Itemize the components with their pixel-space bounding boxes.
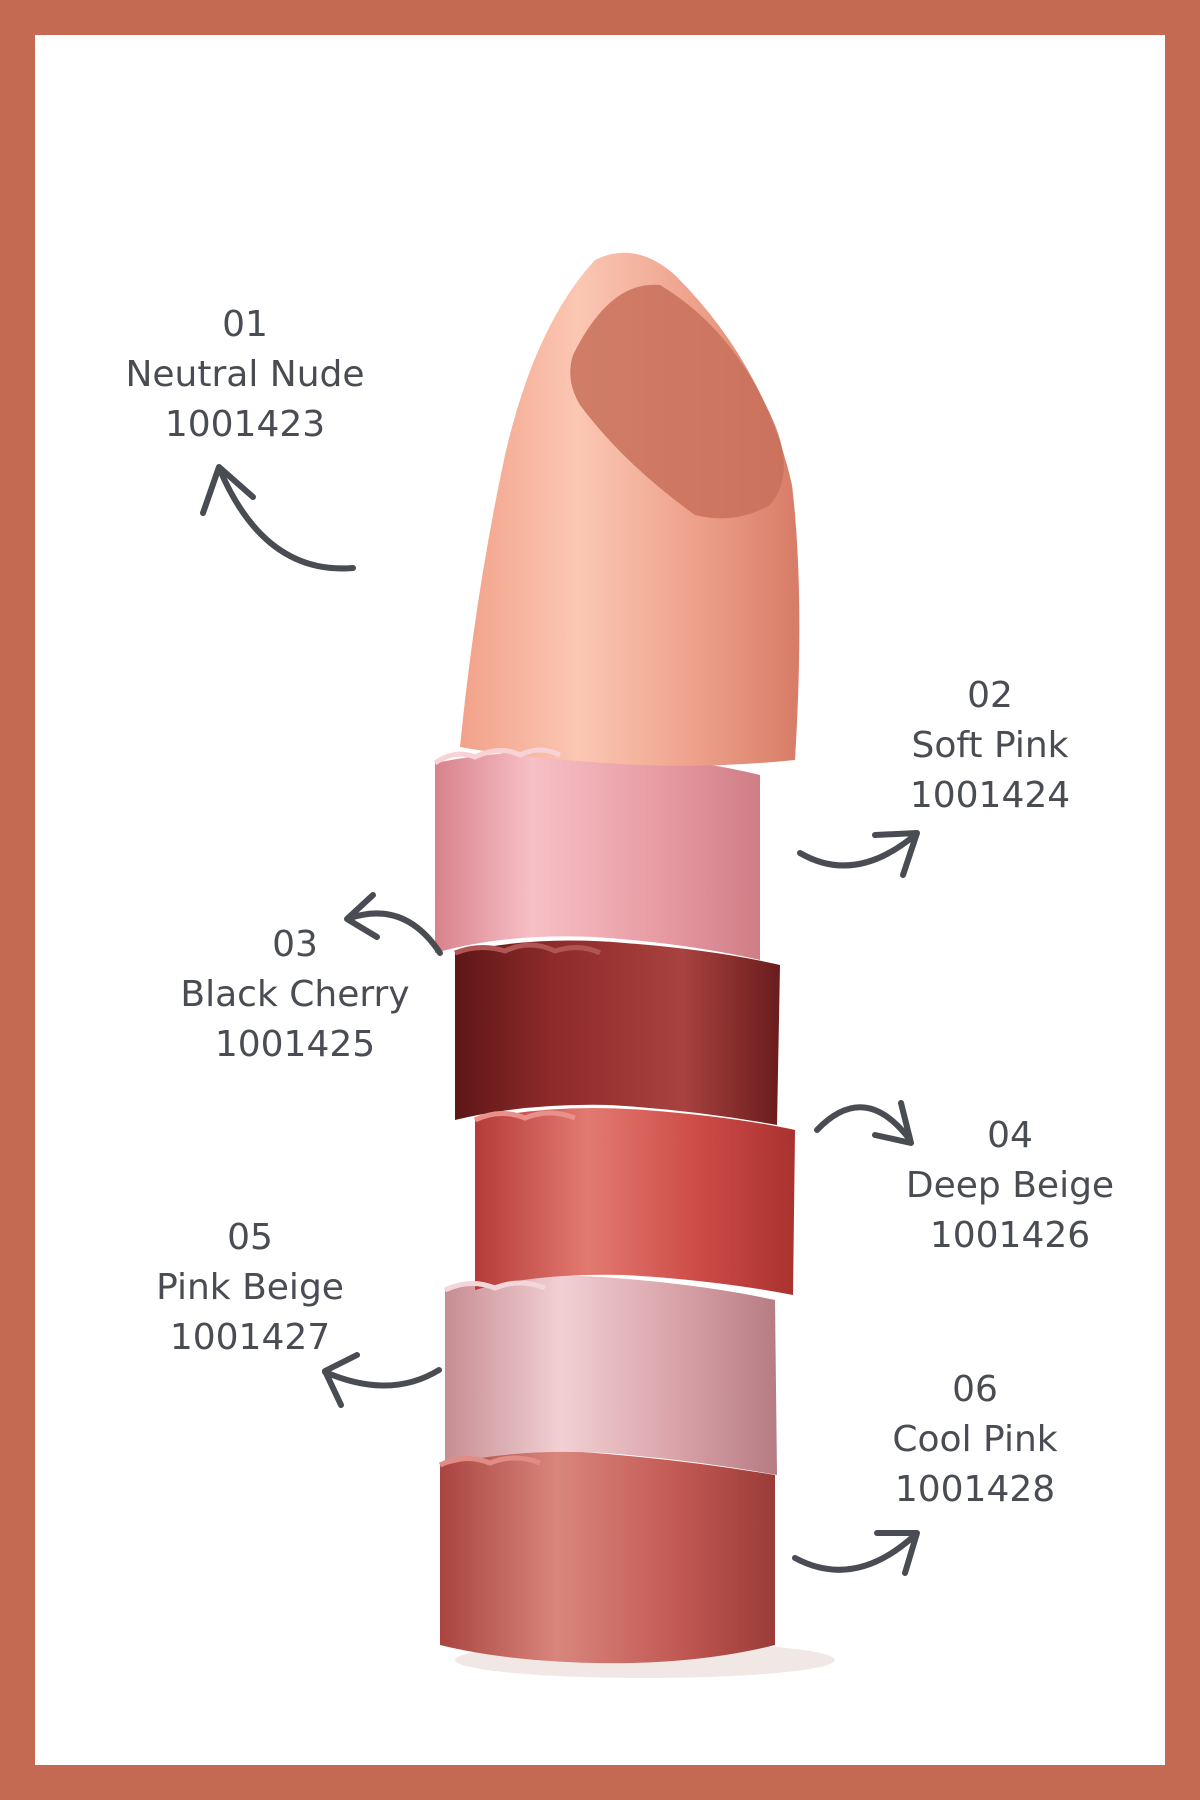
- shade-label-04: 04 Deep Beige 1001426: [860, 1111, 1160, 1261]
- shade-number: 04: [987, 1115, 1033, 1156]
- shade-code: 1001423: [164, 404, 326, 445]
- slice-04: [475, 1107, 795, 1295]
- shade-label-03: 03 Black Cherry 1001425: [145, 920, 445, 1070]
- shade-name: Black Cherry: [180, 974, 410, 1015]
- lipstick-stack-image: [433, 252, 835, 1678]
- bullet-bevel: [570, 284, 784, 519]
- shade-label-06: 06 Cool Pink 1001428: [825, 1365, 1125, 1515]
- shade-name: Pink Beige: [156, 1267, 344, 1308]
- shade-code: 1001424: [909, 775, 1071, 816]
- shade-name: Cool Pink: [892, 1419, 1058, 1460]
- shade-code: 1001428: [894, 1469, 1056, 1510]
- shade-number: 01: [222, 304, 268, 345]
- shade-code: 1001425: [214, 1024, 376, 1065]
- shade-number: 02: [967, 675, 1013, 716]
- shade-name: Neutral Nude: [125, 354, 365, 395]
- slice-06: [440, 1450, 775, 1664]
- slice-05: [445, 1275, 777, 1475]
- shade-code: 1001427: [169, 1317, 331, 1358]
- product-frame: 01 Neutral Nude 1001423 02 Soft Pink 100…: [35, 35, 1165, 1765]
- shade-number: 06: [952, 1369, 998, 1410]
- shade-label-05: 05 Pink Beige 1001427: [100, 1213, 400, 1363]
- slice-02: [435, 751, 760, 960]
- slice-03: [455, 940, 780, 1125]
- shade-number: 05: [227, 1217, 273, 1258]
- shade-label-01: 01 Neutral Nude 1001423: [95, 300, 395, 450]
- shade-name: Deep Beige: [905, 1165, 1115, 1206]
- shade-number: 03: [272, 924, 318, 965]
- shade-label-02: 02 Soft Pink 1001424: [840, 671, 1140, 821]
- shade-name: Soft Pink: [911, 725, 1069, 766]
- shade-code: 1001426: [929, 1215, 1091, 1256]
